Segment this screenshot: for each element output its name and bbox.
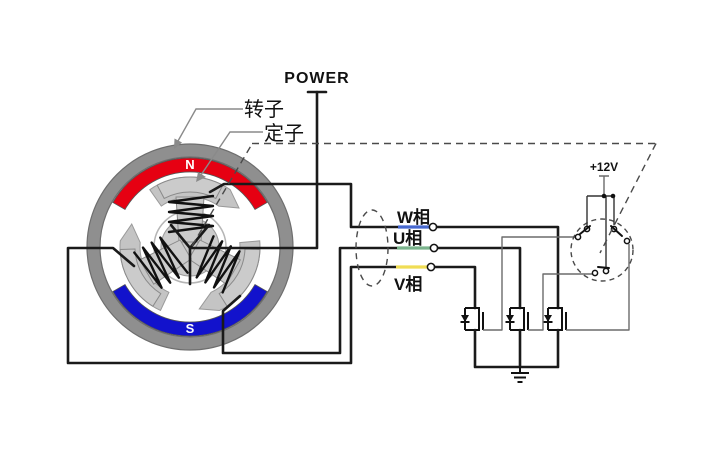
phase-w-wire	[208, 182, 560, 310]
stator-pole-top	[156, 176, 224, 243]
phase-w-connector	[428, 222, 438, 232]
n-magnet-label: N	[185, 157, 194, 172]
gate-wire-1	[483, 236, 575, 331]
junction-dot-1	[601, 193, 607, 199]
commutator-switch-1	[574, 225, 591, 241]
rotor-callout	[174, 108, 243, 149]
phase-u-connector	[429, 243, 439, 253]
s-magnet-label: S	[186, 321, 195, 336]
cable-bundle-ellipse	[355, 209, 389, 287]
mosfet-1	[459, 306, 484, 332]
coil-winding-top	[167, 194, 215, 234]
coil-winding-left	[133, 236, 189, 289]
ground-symbol	[511, 367, 529, 383]
gate-wires	[483, 236, 630, 331]
rotor-position-link	[191, 142, 657, 254]
phase-v-connector	[426, 262, 436, 272]
n-magnet	[112, 157, 268, 211]
phase-w-label: W相	[397, 207, 430, 227]
source-rail	[473, 328, 560, 369]
mosfet-3	[542, 306, 567, 332]
gate-wire-2	[528, 273, 592, 331]
commutator-switch-3	[591, 266, 610, 277]
mosfet-2	[504, 306, 529, 332]
phase-v-label: V相	[394, 274, 422, 294]
supply-label: +12V	[590, 160, 618, 174]
stator-callout	[196, 131, 263, 182]
stator-label: 定子	[264, 122, 304, 145]
phase-u-wire	[221, 243, 522, 355]
commutator-switch-2	[610, 225, 631, 245]
gate-wire-3	[566, 244, 630, 331]
phase-u-label: U相	[393, 228, 422, 248]
rotor-label: 转子	[244, 98, 284, 121]
commutator-circle	[570, 218, 634, 282]
coil-winding-right	[195, 235, 241, 294]
supply-wire	[599, 175, 609, 196]
stator-pole-right	[188, 235, 261, 307]
junction-dot-2	[610, 193, 616, 199]
commutator-bus	[586, 195, 615, 267]
phase-v-wire	[66, 246, 477, 365]
power-label: POWER	[284, 70, 349, 87]
